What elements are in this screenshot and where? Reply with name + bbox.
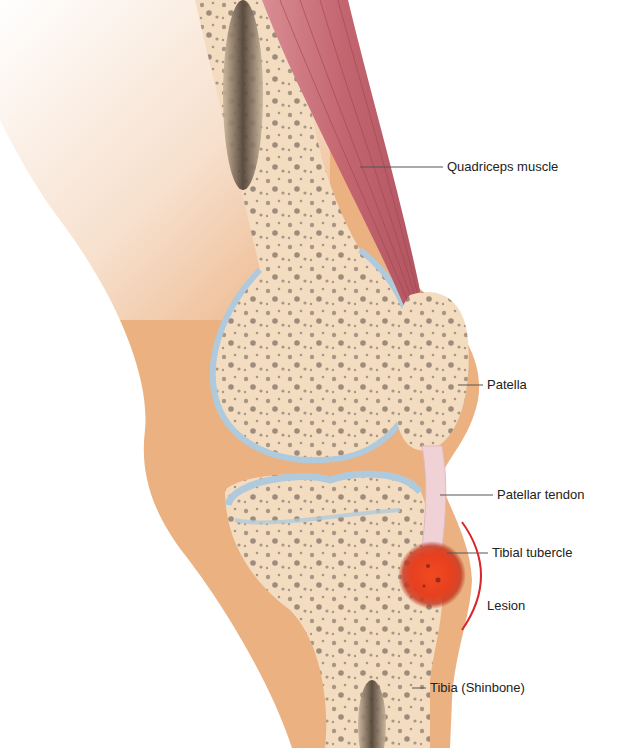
lesion-label: Lesion [487,597,525,615]
part-label: Tibial tubercle [492,544,572,562]
part-label: Patella [487,376,527,394]
part-label: Quadriceps muscle [447,158,558,176]
part-label: Patellar tendon [497,486,584,504]
part-label: Tibia (Shinbone) [430,679,525,697]
